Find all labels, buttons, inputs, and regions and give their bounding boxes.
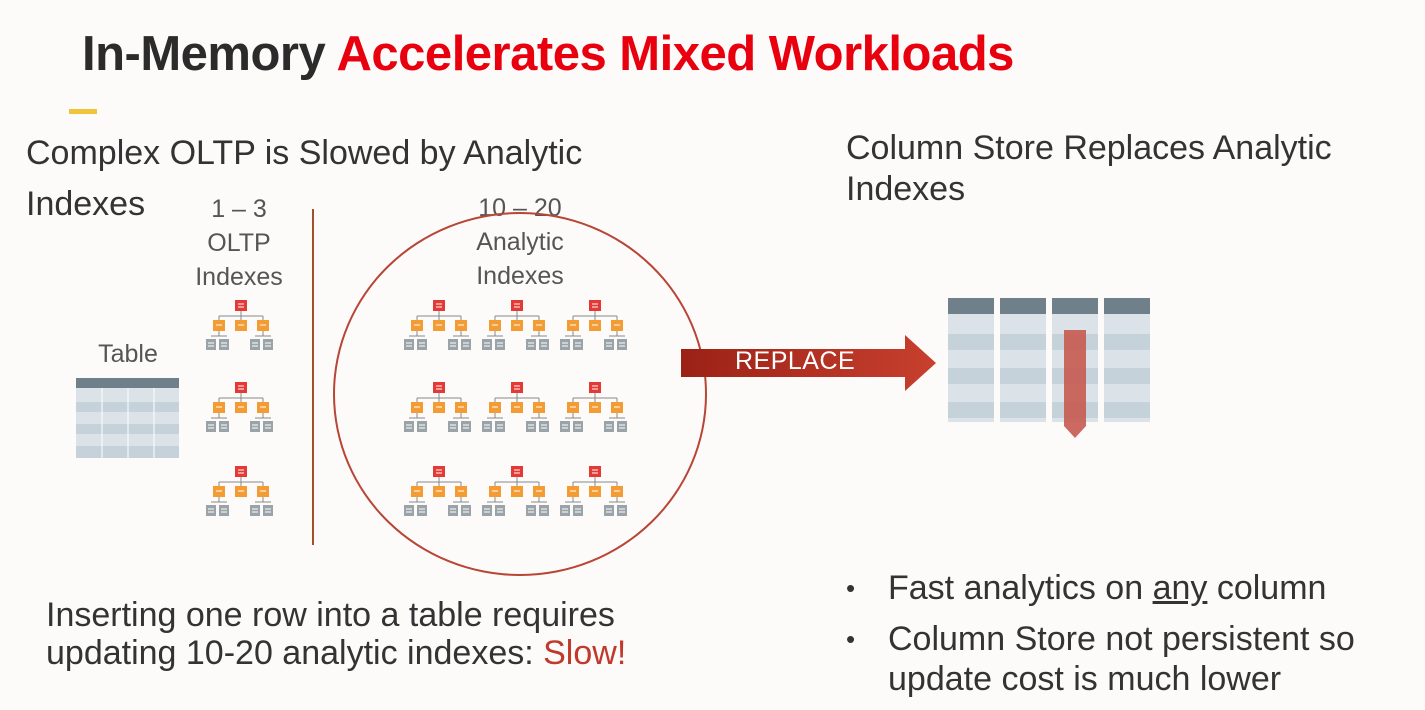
bullet-text-before: Fast analytics on [888,569,1153,607]
left-heading: Complex OLTP is Slowed by Analytic Index… [26,134,583,223]
bullet-text-after: column [1207,569,1327,607]
index-tree-icon [403,299,472,351]
column-store-icon [948,298,1150,438]
index-tree-icon [403,381,472,433]
table-icon [76,378,179,458]
divider-line [312,209,314,545]
list-item: • Column Store not persistent so update c… [846,619,1421,699]
index-tree-icon [403,465,472,517]
list-item: • Fast analytics on any column [846,568,1421,608]
index-tree-icon [205,381,274,433]
analytic-indexes-circle [333,212,707,576]
index-tree-icon [481,465,550,517]
index-tree-icon [559,465,628,517]
oltp-word: OLTP [207,229,271,257]
index-tree-icon [481,299,550,351]
oltp-indexes-label: 1 – 3 OLTP Indexes [180,192,298,294]
bullet-text: Column Store not persistent so update co… [888,620,1355,698]
bullet-text-underlined: any [1152,569,1208,607]
index-tree-icon [205,465,274,517]
title-part-1: In-Memory [82,27,337,81]
right-heading: Column Store Replaces Analytic Indexes [846,129,1332,208]
index-tree-icon [559,299,628,351]
index-tree-icon [205,299,274,351]
insert-cost-note: Inserting one row into a table requires … [46,596,746,672]
insert-cost-text: Inserting one row into a table requires … [46,596,615,672]
slide-title: In-Memory Accelerates Mixed Workloads [82,26,1014,82]
replace-label: REPLACE [735,347,856,375]
slow-highlight: Slow! [543,634,627,672]
accent-bar [69,109,97,114]
bullet-icon: • [846,624,856,654]
index-tree-icon [481,381,550,433]
index-tree-icon [559,381,628,433]
bullet-icon: • [846,573,856,603]
oltp-count: 1 – 3 [211,195,267,223]
replace-arrow-icon [681,335,936,391]
table-label: Table [98,340,158,368]
title-part-2: Accelerates Mixed Workloads [336,27,1015,81]
benefits-list: • Fast analytics on any column • Column St… [846,568,1421,710]
oltp-indexes-word: Indexes [195,263,283,291]
